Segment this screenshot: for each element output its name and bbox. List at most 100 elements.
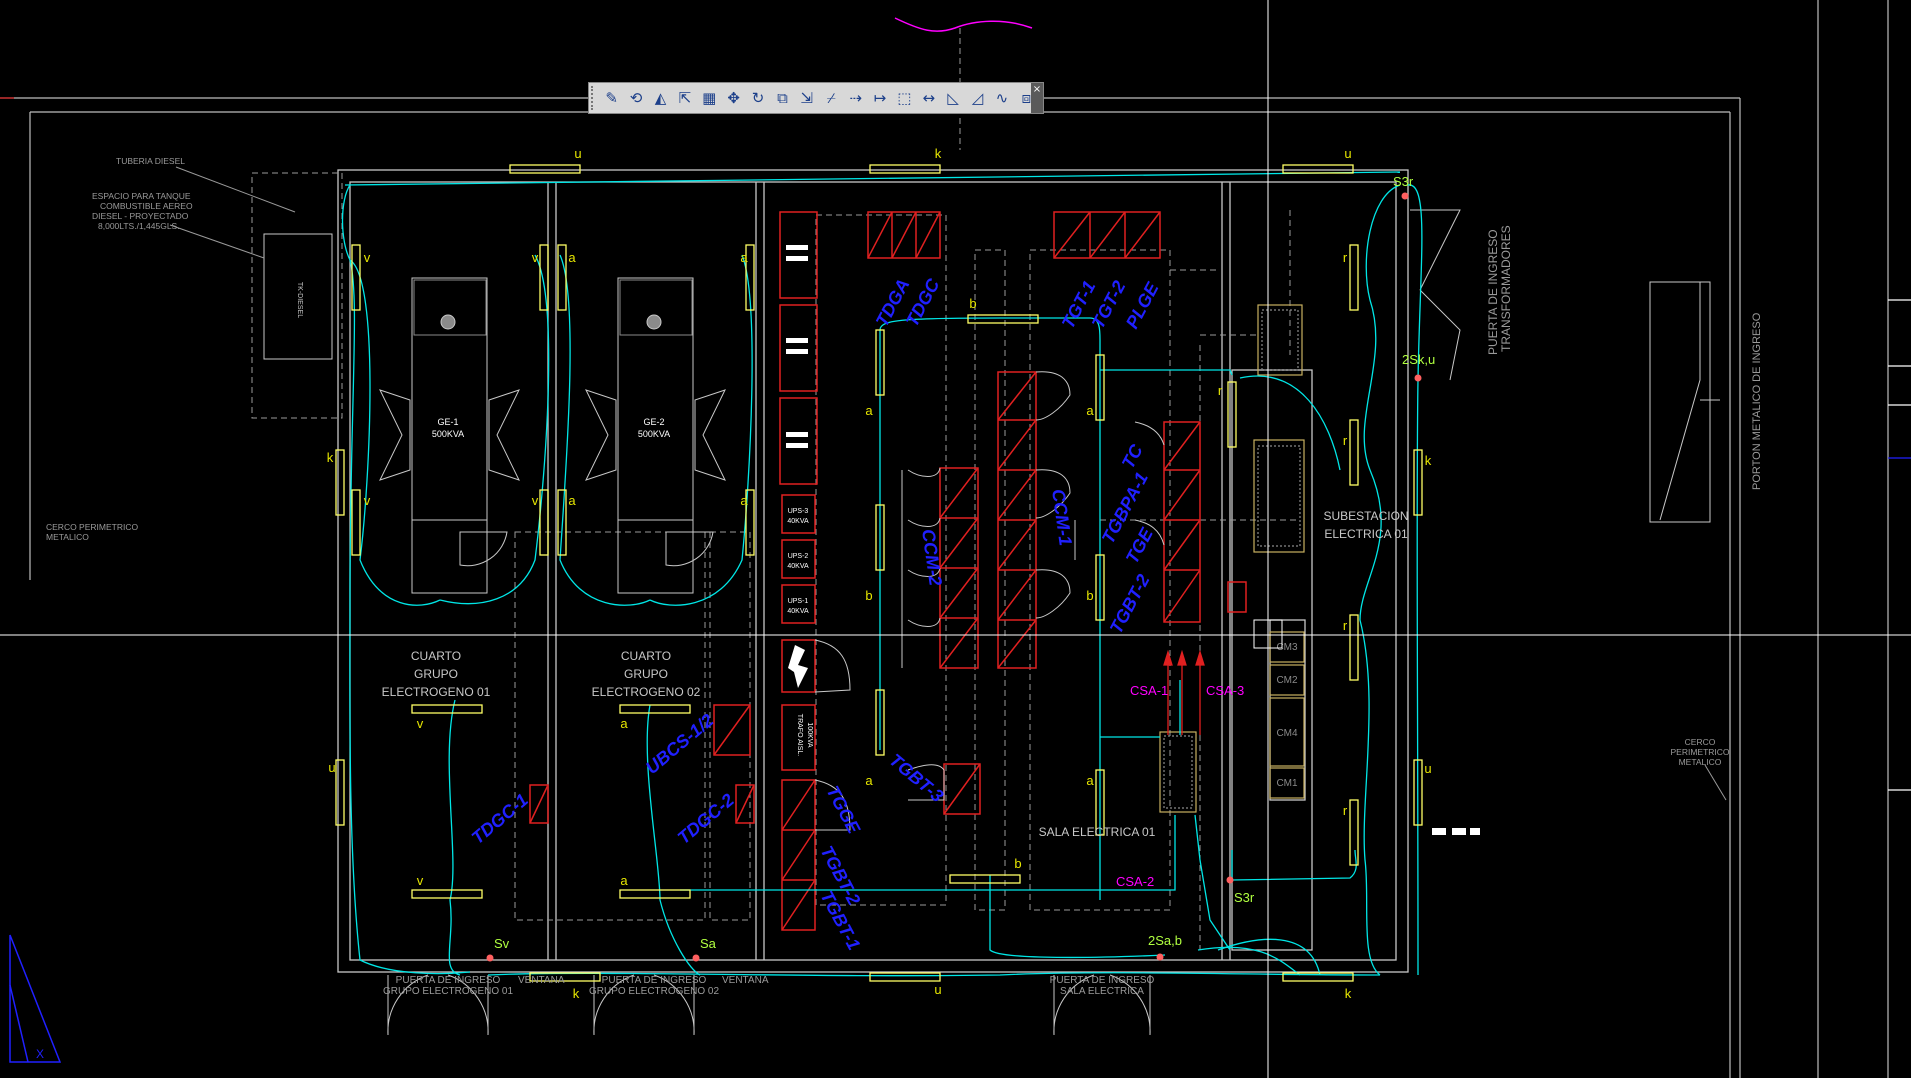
- close-icon[interactable]: ×: [1031, 83, 1043, 113]
- ge1-label: GE-1: [437, 417, 458, 427]
- svg-text:r: r: [1343, 618, 1348, 633]
- room-ge2-line1: CUARTO: [621, 649, 671, 663]
- offset-icon[interactable]: ⇲: [800, 89, 814, 107]
- svg-text:k: k: [573, 986, 580, 1001]
- explode-icon[interactable]: ⧈: [1021, 89, 1032, 107]
- door1-line2: GRUPO ELECTROGENO 01: [383, 986, 513, 997]
- lengthen-icon[interactable]: ↔: [922, 89, 936, 107]
- cell-labels: CM3 CM2 CM4 CM1: [1276, 642, 1298, 789]
- note-espacio-2: COMBUSTIBLE AEREO: [100, 201, 193, 211]
- svg-text:v: v: [417, 716, 424, 731]
- trafo-label: TRAFO AISL.: [796, 714, 803, 756]
- svg-text:k: k: [327, 450, 334, 465]
- svg-text:a: a: [865, 403, 873, 418]
- ups-labels: UPS-3 40KVA UPS-2 40KVA UPS-1 40KVA TRAF…: [787, 508, 813, 756]
- generator-ge1[interactable]: GE-1 500KVA: [379, 277, 520, 594]
- label-csa3: CSA-3: [1206, 683, 1244, 698]
- label-ubcs: UBCS-1/2: [642, 710, 718, 778]
- ge2-label: GE-2: [643, 417, 664, 427]
- cm4-label: CM4: [1276, 728, 1298, 739]
- svg-text:v: v: [364, 493, 371, 508]
- pencil-icon[interactable]: ✎: [605, 89, 618, 107]
- fillet-icon[interactable]: ◿: [971, 89, 984, 107]
- window1: VENTANA: [518, 975, 565, 986]
- room-sub-line2: ELECTRICA 01: [1324, 527, 1408, 541]
- door-swings: [387, 209, 1720, 1036]
- annotations: TUBERIA DIESEL ESPACIO PARA TANQUE COMBU…: [46, 156, 1763, 997]
- svg-text:b: b: [1014, 856, 1021, 871]
- svg-text:u: u: [328, 760, 335, 775]
- ups2-label: UPS-2: [788, 553, 809, 560]
- ups2-cap: 40KVA: [787, 563, 809, 570]
- note-puerta-trafo-1: PUERTA DE INGRESO: [1486, 229, 1500, 355]
- note-porton: PORTON METALICO DE INGRESO: [1751, 312, 1763, 490]
- svg-text:u: u: [1424, 761, 1431, 776]
- label-csa2: CSA-2: [1116, 874, 1154, 889]
- equipment-symbols: [786, 245, 1480, 835]
- svg-text:r: r: [1218, 383, 1223, 398]
- svg-text:X: X: [36, 1047, 44, 1061]
- switch-s3r-bot: S3r: [1234, 890, 1255, 905]
- scale-icon[interactable]: ⧉: [777, 89, 788, 107]
- modify-toolbar[interactable]: ✎ ⟲ ◭ ⇱ ▦ ✥ ↻ ⧉ ⇲ ⌿ ⇢ ↦ ⬚ ↔ ◺ ◿ ∿ ⧈ ×: [588, 82, 1044, 114]
- svg-text:u: u: [1344, 146, 1351, 161]
- extend-icon[interactable]: ⇢: [849, 89, 862, 107]
- light-fixtures: [335, 164, 1423, 982]
- ups1-label: UPS-1: [788, 598, 809, 605]
- svg-text:k: k: [1425, 453, 1432, 468]
- move-icon[interactable]: ✥: [727, 89, 740, 107]
- switch-sa: Sa: [700, 936, 717, 951]
- door3-line2: SALA ELECTRICA: [1060, 986, 1144, 997]
- substation-equipment[interactable]: [1159, 304, 1305, 813]
- note-espacio-4: 8,000LTS./1,445GLS.: [98, 221, 180, 231]
- generator-ge2[interactable]: GE-2 500KVA: [585, 277, 726, 594]
- toolbar-grip[interactable]: [591, 86, 599, 110]
- break-icon[interactable]: ↦: [873, 89, 887, 107]
- ge1-capacity: 500KVA: [432, 429, 464, 439]
- svg-text:a: a: [620, 873, 628, 888]
- door2-line1: PUERTA DE INGRESO: [602, 975, 707, 986]
- trafo-cap: 100KVA: [806, 722, 813, 747]
- room-ge1-line2: GRUPO: [414, 667, 458, 681]
- north-limit-line: [894, 17, 1033, 32]
- room-ge2-line3: ELECTROGENO 02: [592, 685, 701, 699]
- door1-line1: PUERTA DE INGRESO: [396, 975, 501, 986]
- label-tgge: TGGE: [822, 782, 864, 837]
- cm2-label: CM2: [1276, 675, 1298, 686]
- window2: VENTANA: [722, 975, 769, 986]
- array-icon[interactable]: ▦: [702, 89, 717, 107]
- note-espacio-3: DIESEL - PROYECTADO: [92, 211, 189, 221]
- room-ge1-line3: ELECTROGENO 01: [382, 685, 491, 699]
- trim-icon[interactable]: ⌿: [826, 89, 836, 107]
- label-tge: TGE: [1122, 524, 1157, 567]
- switch-sv: Sv: [494, 936, 510, 951]
- ucs-icon: X: [9, 934, 62, 1063]
- switch-2sku: 2Sk,u: [1402, 352, 1435, 367]
- cm3-label: CM3: [1276, 642, 1298, 653]
- svg-text:a: a: [620, 716, 628, 731]
- note-cerco-left-1: CERCO PERIMETRICO: [46, 522, 138, 532]
- mirror-icon[interactable]: ⟲: [629, 89, 643, 107]
- ups3-cap: 40KVA: [787, 518, 809, 525]
- note-tuberia: TUBERIA DIESEL: [116, 156, 185, 166]
- room-names: CUARTO GRUPO ELECTROGENO 01 CUARTO GRUPO…: [382, 509, 1409, 839]
- right-margin-marks: [1888, 299, 1911, 791]
- chamfer-icon[interactable]: ◺: [947, 89, 959, 107]
- svg-text:u: u: [934, 982, 941, 997]
- diesel-tank: TK-DIESEL: [263, 233, 333, 360]
- svg-text:v: v: [417, 873, 424, 888]
- svg-text:v: v: [532, 493, 539, 508]
- spline-icon[interactable]: ∿: [995, 89, 1009, 107]
- csa-labels: CSA-1 CSA-3 CSA-2: [1116, 683, 1244, 889]
- stretch-icon[interactable]: ⇱: [678, 89, 692, 107]
- join-icon[interactable]: ⬚: [897, 89, 912, 107]
- svg-text:b: b: [1086, 588, 1093, 603]
- svg-text:r: r: [1343, 803, 1348, 818]
- triangle-icon[interactable]: ◭: [654, 89, 667, 107]
- lighting-circuits: [341, 171, 1423, 977]
- note-cerco-right-1: CERCO: [1685, 737, 1716, 747]
- rotate-icon[interactable]: ↻: [751, 89, 765, 107]
- svg-text:a: a: [568, 250, 576, 265]
- svg-text:a: a: [740, 493, 748, 508]
